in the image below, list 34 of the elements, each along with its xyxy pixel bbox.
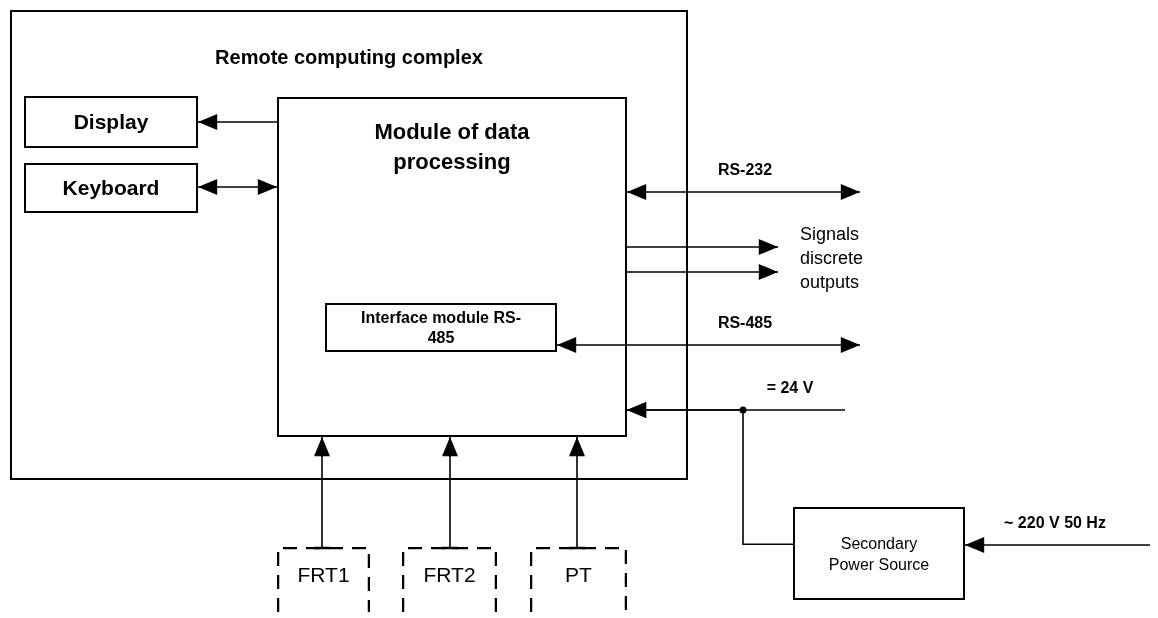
node-label: Module of data processing [373,118,531,176]
connector-arrow [197,114,278,130]
edge-label: RS-485 [717,313,773,333]
device-box [24,96,198,148]
sensor-box [277,547,370,612]
sensor-box [402,547,497,612]
connector-arrow [626,184,861,200]
edge-label: RS-232 [717,160,773,180]
connector-arrow [569,436,585,548]
node-label: Remote computing complex [214,45,484,70]
node-label: Secondary Power Source [827,533,931,575]
node-label: Interface module RS-485 [360,307,522,348]
node-label: PT [565,562,592,588]
node-label: Display [73,109,149,136]
device-box [24,163,198,213]
edge-label: ~ 220 V 50 Hz [1004,513,1106,533]
power-source-box [793,507,965,600]
connector-arrow [197,179,278,195]
connector-arrow [314,436,330,548]
sensor-box [530,547,627,612]
connector-arrow [964,537,1151,553]
edge-label: = 24 V [766,378,814,398]
connector-arrow [626,264,779,280]
module-box [277,97,627,437]
signal-label: Signals discrete outputs [800,223,865,294]
connector-arrow [626,239,779,255]
interface-box [325,303,557,352]
connector-arrow [442,436,458,548]
node-label: Keyboard [62,175,160,202]
node-label: FRT2 [423,562,476,588]
connector-arrow [626,402,794,545]
connector-arrow [556,337,861,353]
complex-frame [10,10,688,480]
node-label: FRT1 [297,562,350,588]
